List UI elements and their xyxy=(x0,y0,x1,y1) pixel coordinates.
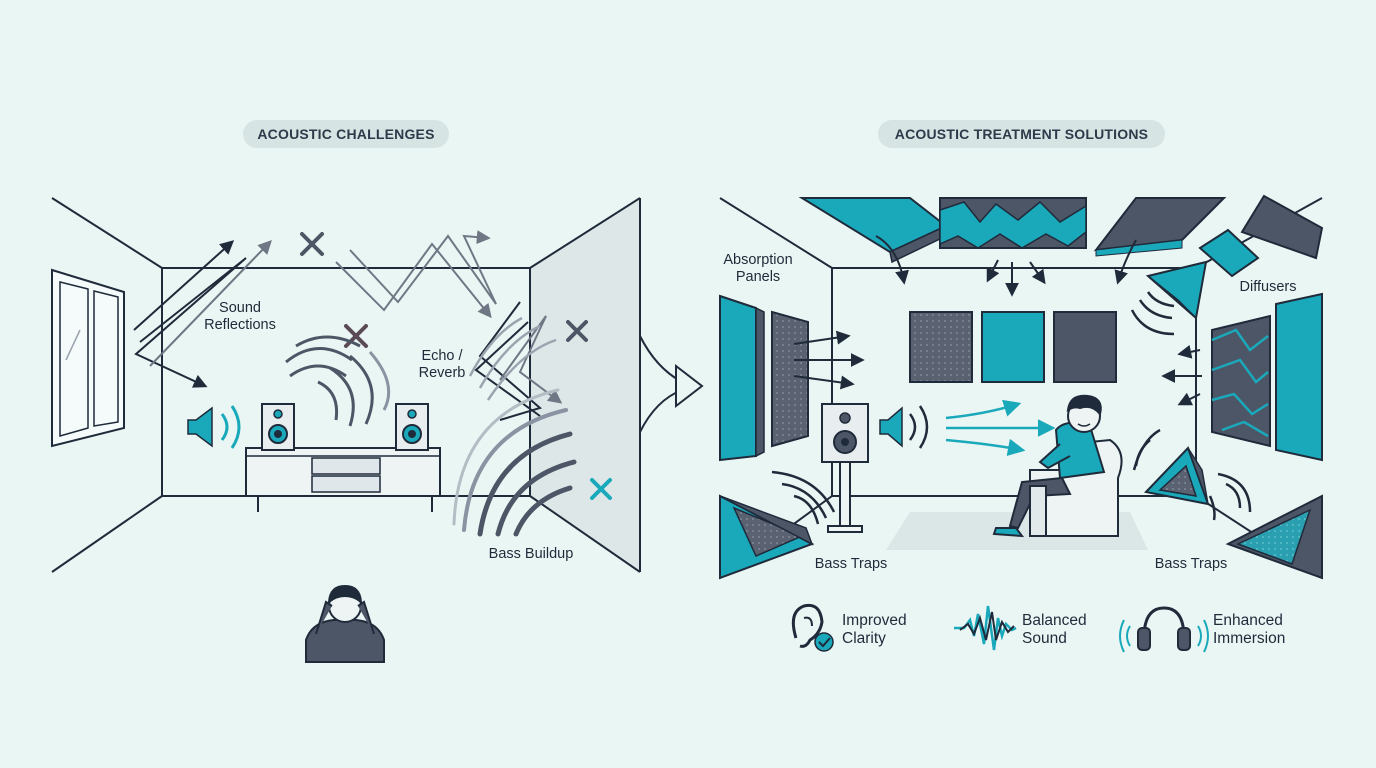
waveform-icon xyxy=(954,605,1017,651)
diffusers-label: Diffusers xyxy=(1239,279,1297,295)
sound-reflections-label: Sound Reflections xyxy=(204,300,276,333)
sound-flow-arrows xyxy=(945,399,1056,457)
reflection-arrows xyxy=(133,230,563,421)
bass-buildup-label: Bass Buildup xyxy=(488,546,574,562)
absorption-panel xyxy=(771,310,809,448)
back-wall-panel xyxy=(981,311,1045,383)
window xyxy=(51,268,125,448)
back-wall-panel xyxy=(909,311,973,383)
speaker-left xyxy=(261,403,295,451)
right-panel-title: ACOUSTIC TREATMENT SOLUTIONS xyxy=(878,120,1165,148)
bass-trap-left xyxy=(719,494,815,580)
person-covering-ears-icon xyxy=(305,584,385,663)
tv-console xyxy=(245,447,441,512)
absorption-arrows xyxy=(793,330,865,390)
bass-traps-left-label: Bass Traps xyxy=(814,556,888,572)
left-panel-title: ACOUSTIC CHALLENGES xyxy=(243,120,449,148)
ear-check-icon xyxy=(791,603,834,652)
ceiling-diffuser xyxy=(939,197,1087,249)
left-room xyxy=(51,197,641,573)
wall-diffuser xyxy=(1211,314,1271,448)
x-mark-icon xyxy=(590,478,612,500)
bass-trap-right xyxy=(1225,494,1323,580)
bass-trap-right-upper xyxy=(1144,446,1210,506)
wall-panel-small xyxy=(1198,194,1324,278)
absorption-panel xyxy=(719,294,765,462)
diffuser-waves xyxy=(1130,291,1175,336)
wall-panel-right xyxy=(1275,292,1323,462)
bass-traps-right-label: Bass Traps xyxy=(1154,556,1228,572)
enhanced-immersion-label: Enhanced Immersion xyxy=(1213,612,1286,647)
x-mark-icon xyxy=(300,232,324,256)
bass-trap-waves xyxy=(771,470,836,525)
speaker-icon xyxy=(187,405,241,449)
improved-clarity-label: Improved Clarity xyxy=(842,612,907,647)
absorption-panels-label: Absorption Panels xyxy=(723,252,793,285)
transition-arrow xyxy=(639,335,704,433)
x-mark-icon xyxy=(566,320,588,342)
floor-speaker xyxy=(821,403,869,533)
balanced-sound-label: Balanced Sound xyxy=(1022,612,1087,647)
person-seated xyxy=(992,394,1123,538)
bass-buildup-waves xyxy=(452,388,577,537)
diffuser-arrows xyxy=(1161,344,1202,406)
speaker-icon xyxy=(879,405,929,449)
ceiling-panel xyxy=(1093,197,1227,257)
ceiling-arrows xyxy=(875,235,1137,297)
bass-trap-waves xyxy=(1132,428,1252,521)
corner-diffuser xyxy=(1145,260,1208,320)
headphones-icon xyxy=(1119,606,1209,653)
reverb-waves xyxy=(285,335,391,427)
echo-waves xyxy=(468,316,557,401)
ceiling-panel xyxy=(798,197,948,264)
back-wall-panel xyxy=(1053,311,1117,383)
echo-reverb-label: Echo / Reverb xyxy=(418,348,466,381)
speaker-right xyxy=(395,403,429,451)
